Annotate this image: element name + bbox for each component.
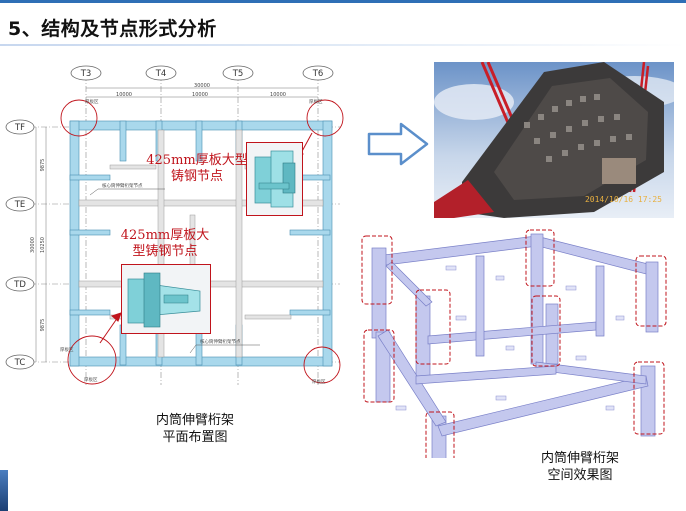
title-divider <box>0 44 686 46</box>
dim-left-total: 30000 <box>30 237 36 253</box>
view3d-caption-line-1: 内筒伸臂桁架 <box>540 451 619 466</box>
plan-drawing: T3 T4 T5 T6 TF TE TD TC 30000 10000 1000… <box>5 65 344 385</box>
view3d-caption: 内筒伸臂桁架 空间效果图 <box>520 450 640 484</box>
tag-thick-plate-5: 厚板区 <box>312 378 326 385</box>
axis-col-t4: T4 <box>155 69 167 79</box>
cast-node-thumbnail-left <box>121 264 211 334</box>
axis-row-tc: TC <box>14 358 26 368</box>
plan-caption-line-2: 平面布置图 <box>162 430 228 445</box>
tag-thick-plate-3: 厚板区 <box>60 346 74 353</box>
dim-top-seg-2: 10000 <box>192 92 208 98</box>
axis-col-t5: T5 <box>232 69 244 79</box>
note-core-truss-top: 核心筒伸臂桁架节点 <box>102 182 143 189</box>
view3d-caption-line-2: 空间效果图 <box>547 468 613 483</box>
top-accent-bar <box>0 0 686 3</box>
dim-top-total: 30000 <box>194 83 210 89</box>
tag-thick-plate-1: 厚板区 <box>85 98 99 105</box>
corner-decoration <box>0 470 8 511</box>
right-arrow-icon <box>367 122 429 166</box>
dim-left-seg-2: 10250 <box>40 237 46 253</box>
dim-top-seg-1: 10000 <box>116 92 132 98</box>
plan-caption: 内筒伸臂桁架 平面布置图 <box>140 412 250 446</box>
axis-col-t6: T6 <box>312 69 324 79</box>
label-cast-node-left: 425mm厚板大型铸钢节点 <box>120 228 210 259</box>
dim-left-seg-3: 9875 <box>40 319 46 332</box>
cast-node-model-right <box>254 150 296 208</box>
cast-node-model-left <box>127 272 201 328</box>
note-core-truss-bottom: 核心筒伸臂桁架节点 <box>200 338 241 345</box>
cast-node-thumbnail-right <box>246 142 303 216</box>
dim-left-seg-1: 9875 <box>40 159 46 172</box>
page-title: 5、结构及节点形式分析 <box>8 18 217 40</box>
truss-3d-model <box>361 229 667 458</box>
construction-photo: 2014/10/16 17:25 <box>434 62 674 218</box>
axis-row-tf: TF <box>14 123 25 133</box>
dim-top-seg-3: 10000 <box>270 92 286 98</box>
photo-timestamp: 2014/10/16 17:25 <box>584 195 662 204</box>
axis-col-t3: T3 <box>80 69 92 79</box>
axis-row-te: TE <box>14 200 26 210</box>
tag-thick-plate-2: 厚板区 <box>309 98 323 105</box>
axis-row-td: TD <box>13 280 26 290</box>
construction-photo-image <box>434 62 674 218</box>
label-cast-node-right: 425mm厚板大型铸钢节点 <box>146 153 248 184</box>
plan-caption-line-1: 内筒伸臂桁架 <box>155 413 234 428</box>
tag-thick-plate-4: 厚板区 <box>84 376 98 383</box>
